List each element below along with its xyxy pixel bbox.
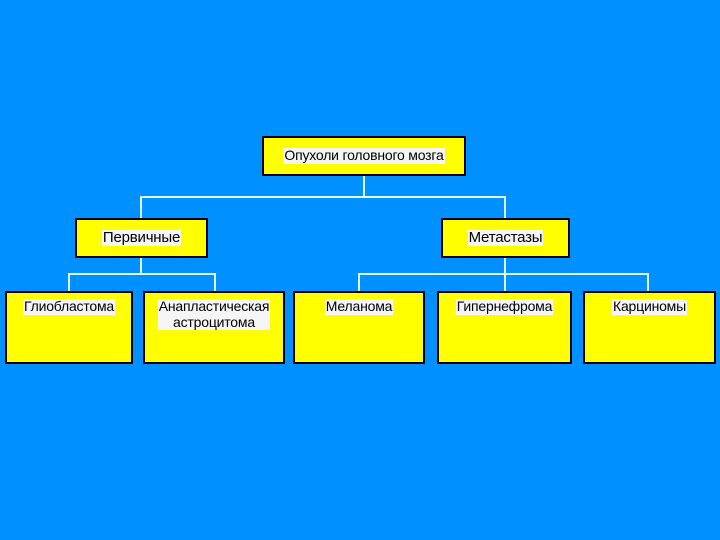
connector-root-stem bbox=[363, 176, 365, 198]
node-root-brain-tumors[interactable]: Опухоли головного мозга bbox=[262, 136, 466, 176]
node-primary-label: Первичные bbox=[101, 228, 182, 247]
node-primary[interactable]: Первичные bbox=[75, 218, 208, 258]
node-hypernephroma[interactable]: Гипернефрома bbox=[437, 291, 572, 364]
connector-primary-stem bbox=[140, 258, 142, 274]
node-root-label: Опухоли головного мозга bbox=[283, 147, 445, 164]
node-melanoma[interactable]: Меланома bbox=[293, 291, 425, 364]
connector-to-glioblastoma bbox=[68, 273, 70, 291]
node-hypernephroma-label: Гипернефрома bbox=[455, 298, 554, 315]
node-carcinomas[interactable]: Карциномы bbox=[583, 291, 716, 364]
node-glioblastoma[interactable]: Глиобластома bbox=[5, 291, 133, 364]
connector-to-hypernephroma bbox=[504, 273, 506, 291]
connector-to-carcinomas bbox=[647, 273, 649, 291]
connector-metastases-bus bbox=[358, 273, 649, 275]
node-anaplastic-astrocytoma[interactable]: Анапластическая астроцитома bbox=[143, 291, 285, 364]
node-carcinomas-label: Карциномы bbox=[612, 298, 687, 315]
connector-level2-bus-right bbox=[363, 196, 506, 198]
connector-to-metastases bbox=[504, 196, 506, 218]
connector-to-primary bbox=[140, 196, 142, 218]
node-glioblastoma-label: Глиобластома bbox=[23, 298, 115, 315]
node-metastases-label: Метастазы bbox=[467, 228, 544, 247]
connector-to-melanoma bbox=[358, 273, 360, 291]
connector-to-anaplastic bbox=[214, 273, 216, 291]
node-melanoma-label: Меланома bbox=[324, 298, 394, 315]
connector-level2-bus bbox=[140, 196, 365, 198]
node-metastases[interactable]: Метастазы bbox=[441, 218, 570, 258]
node-anaplastic-astrocytoma-label: Анапластическая астроцитома bbox=[157, 298, 271, 331]
connector-metastases-stem bbox=[504, 258, 506, 274]
connector-primary-bus bbox=[68, 273, 216, 275]
